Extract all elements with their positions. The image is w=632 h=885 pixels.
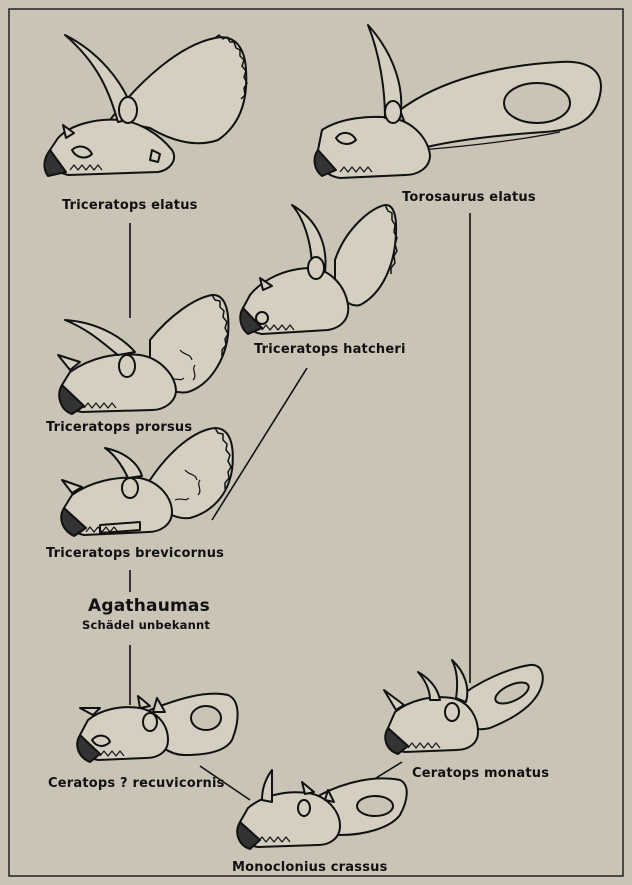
label-agathaumas-note: Schädel unbekannt [82, 618, 210, 632]
label-ceratops-monatus: Ceratops monatus [412, 766, 549, 781]
skull-triceratops-hatcheri [240, 205, 397, 334]
skull-triceratops-elatus [44, 35, 247, 176]
skull-triceratops-prorsus [58, 295, 228, 414]
skull-ceratops-monatus [384, 660, 543, 754]
label-ceratops-recuvicornis: Ceratops ? recuvicornis [48, 776, 225, 791]
label-torosaurus-elatus: Torosaurus elatus [402, 190, 536, 205]
skull-triceratops-brevicornus [61, 428, 233, 536]
skull-ceratops-recuvicornis [77, 694, 237, 762]
skull-monoclonius-crassus [237, 770, 407, 849]
skull-torosaurus-elatus [315, 25, 601, 178]
label-triceratops-hatcheri: Triceratops hatcheri [254, 342, 406, 357]
label-triceratops-prorsus: Triceratops prorsus [46, 420, 192, 435]
label-agathaumas: Agathaumas [88, 596, 210, 616]
label-triceratops-brevicornus: Triceratops brevicornus [46, 546, 224, 561]
label-triceratops-elatus: Triceratops elatus [62, 198, 198, 213]
label-monoclonius-crassus: Monoclonius crassus [232, 860, 388, 875]
